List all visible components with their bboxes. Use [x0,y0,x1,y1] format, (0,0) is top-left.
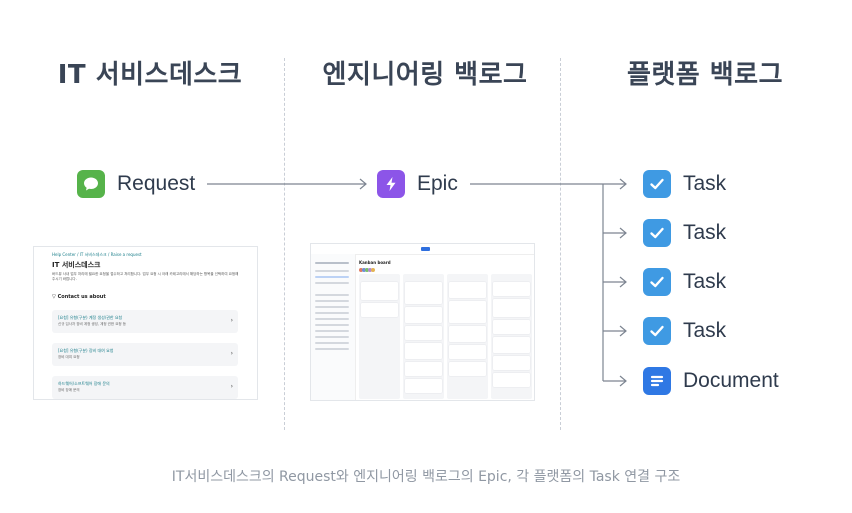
document-label: Document [683,369,779,392]
issue-card[interactable] [449,345,486,359]
top-navigation-bar [311,244,534,255]
issue-card[interactable] [405,307,442,323]
issue-card[interactable] [493,299,530,317]
request-type-title: [요청] 유형(구분) 계정 생성/권한 요청 [58,315,123,320]
issue-card[interactable] [405,379,442,393]
checkbox-icon [643,219,671,247]
document-node: Document [643,367,779,395]
chat-bubble-icon [77,170,105,198]
task-node: Task [643,219,726,247]
issue-card[interactable] [405,326,442,340]
issue-card[interactable] [449,282,486,298]
column-divider-left [284,58,285,430]
board-column [447,274,488,399]
board-column [491,274,532,399]
avatar-group [359,268,389,272]
board-column [359,274,400,399]
request-type-subtitle: 신규 입사자 장비 계정 생성, 계정 권한 요청 등 [58,322,126,326]
request-type-title: [요청] 유형(구분) 장비 대여 요청 [58,348,114,353]
issue-card[interactable] [493,320,530,334]
lightning-icon [377,170,405,198]
request-type-card[interactable]: 하드웨어/소프트웨어 장애 문의 장비 장애 문의 › [52,376,238,399]
chevron-right-icon: › [230,317,233,324]
task-node: Task [643,268,726,296]
checkbox-icon [643,170,671,198]
contact-heading-label: Contact us about [57,294,106,300]
request-type-card[interactable]: [요청] 유형(구분) 계정 생성/권한 요청 신규 입사자 장비 계정 생성,… [52,310,238,333]
request-type-subtitle: 장비 장애 문의 [58,388,80,392]
column-divider-right [560,58,561,430]
task-node: Task [643,317,726,345]
checkbox-icon [643,317,671,345]
epic-node: Epic [377,170,458,198]
request-type-title: 하드웨어/소프트웨어 장애 문의 [58,381,110,386]
branch-task-4-arrowhead [619,325,627,337]
epic-label: Epic [417,172,458,195]
request-type-card[interactable]: [요청] 유형(구분) 장비 대여 요청 장비 대여 요청 › [52,343,238,366]
issue-card[interactable] [449,362,486,376]
figure-caption: IT서비스데스크의 Request와 엔지니어링 백로그의 Epic, 각 플랫… [171,469,681,485]
help-center-screenshot: Help Center / IT 서비스데스크 / Raise a reques… [33,246,258,400]
issue-card[interactable] [405,343,442,359]
board-column [403,274,444,399]
document-icon [643,367,671,395]
branch-task-1-arrowhead [619,178,627,190]
help-center-title: IT 서비스데스크 [52,261,101,269]
issue-card[interactable] [493,373,530,387]
breadcrumb: Help Center / IT 서비스데스크 / Raise a reques… [52,252,142,257]
issue-card[interactable] [449,301,486,323]
issue-card[interactable] [449,326,486,342]
column-title-it-service-desk: IT 서비스데스크 [57,60,243,90]
issue-card[interactable] [493,337,530,353]
issue-card[interactable] [361,282,398,300]
request-type-subtitle: 장비 대여 요청 [58,355,80,359]
task-node: Task [643,170,726,198]
issue-card[interactable] [405,362,442,376]
help-center-description: 버드뷰 사내 업무 처리에 필요한 요청을 접수하고 처리합니다. 업무 요청 … [52,272,239,281]
chevron-right-icon: › [230,383,233,390]
issue-card[interactable] [405,282,442,304]
checkbox-icon [643,268,671,296]
column-title-platform-backlog: 플랫폼 백로그 [626,60,784,90]
branch-document-arrowhead [619,375,627,387]
create-button[interactable] [421,247,430,251]
request-label: Request [117,172,196,195]
request-to-epic-arrowhead [359,178,367,190]
branch-task-2-arrowhead [619,227,627,239]
kanban-board-screenshot: Kanban board [310,243,535,401]
branch-task-3-arrowhead [619,276,627,288]
task-label: Task [683,172,727,195]
contact-heading: ▽ Contact us about [52,294,106,300]
filter-icon: ▽ [52,294,58,300]
board-title: Kanban board [359,260,391,265]
request-node: Request [77,170,195,198]
task-label: Task [683,319,727,342]
column-title-engineering-backlog: 엔지니어링 백로그 [322,60,528,90]
issue-card[interactable] [493,356,530,370]
task-label: Task [683,270,727,293]
project-sidebar [311,254,356,400]
chevron-right-icon: › [230,350,233,357]
issue-card[interactable] [361,303,398,317]
issue-card[interactable] [493,282,530,296]
task-label: Task [683,221,727,244]
